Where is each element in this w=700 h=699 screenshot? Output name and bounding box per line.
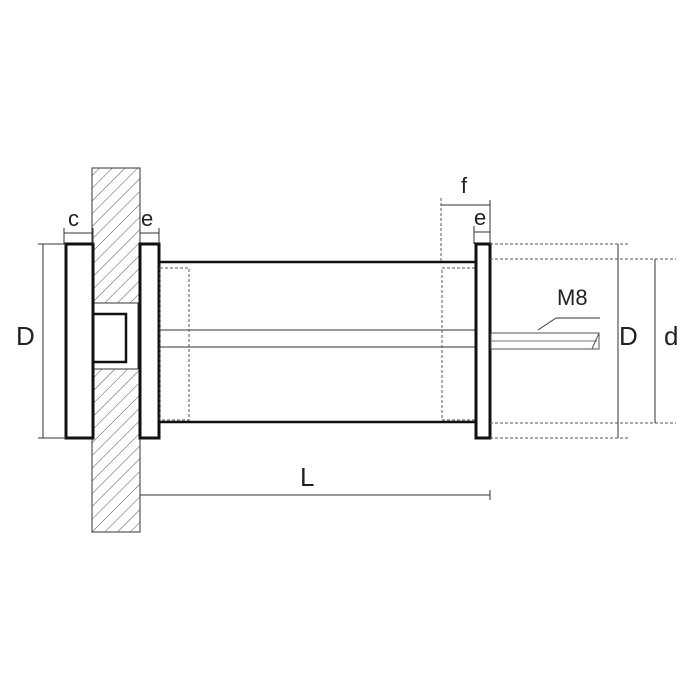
- label-e-left: e: [141, 206, 153, 231]
- label-M8: M8: [557, 285, 588, 310]
- left-outer-flange: [64, 242, 95, 440]
- label-d: d: [664, 321, 678, 351]
- label-D-right: D: [619, 321, 638, 351]
- right-flange: [474, 242, 492, 440]
- wall-anchor-block: [87, 312, 128, 364]
- threaded-rod: [490, 332, 600, 350]
- label-c: c: [68, 206, 79, 231]
- right-projection-lines: [490, 243, 676, 439]
- label-L: L: [300, 462, 314, 492]
- label-f: f: [461, 173, 468, 198]
- left-inner-flange: [138, 242, 161, 440]
- dimension-lines: [38, 198, 656, 500]
- label-D-left: D: [16, 321, 35, 351]
- roller-body: [159, 260, 477, 424]
- wall: [87, 167, 141, 533]
- label-e-right: e: [474, 205, 486, 230]
